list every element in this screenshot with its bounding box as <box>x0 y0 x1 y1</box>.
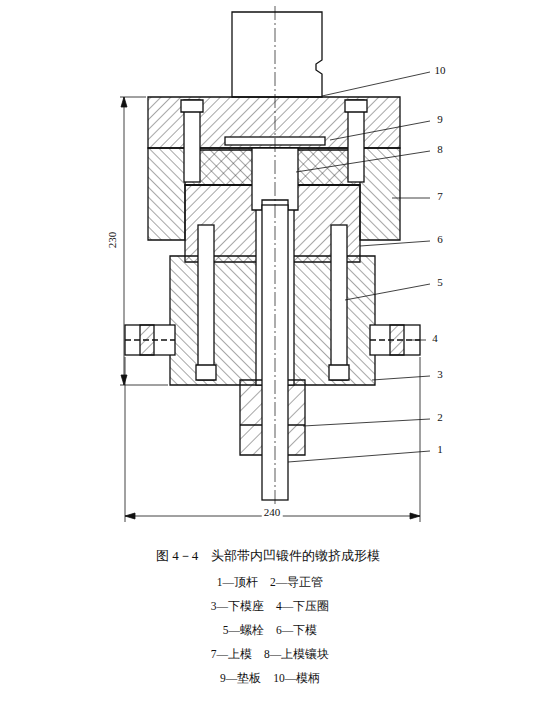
dimension-text: 230 <box>106 230 118 251</box>
callout-number: 6 <box>436 233 444 245</box>
part-list: 7—上模 8—上模镶块 <box>211 648 330 661</box>
die-assembly <box>125 6 420 508</box>
callout-number: 7 <box>436 190 444 202</box>
callout-number: 1 <box>436 443 444 455</box>
callout-number: 10 <box>434 64 447 76</box>
callout-number: 3 <box>436 368 444 380</box>
leaders <box>288 72 430 462</box>
dimension-text: 240 <box>262 506 283 518</box>
part-list: 5—螺栓 6—下模 <box>223 624 318 637</box>
shank <box>232 12 322 97</box>
part-list: 1—顶杆 2—导正管 <box>217 576 324 589</box>
callout-number: 4 <box>431 332 439 344</box>
part-list: 3—下模座 4—下压圈 <box>211 600 330 613</box>
dimensions <box>120 97 420 522</box>
callout-number: 8 <box>436 143 444 155</box>
bolt <box>198 225 214 380</box>
figure-caption: 图 4－4 头部带内凹锻件的镦挤成形模 <box>156 549 380 563</box>
lower-ring <box>125 325 175 355</box>
callout-number: 2 <box>436 411 444 423</box>
callout-number: 5 <box>436 276 444 288</box>
callout-number: 9 <box>436 113 444 125</box>
part-list: 9—垫板 10—模柄 <box>220 672 320 685</box>
bolt <box>331 225 347 380</box>
